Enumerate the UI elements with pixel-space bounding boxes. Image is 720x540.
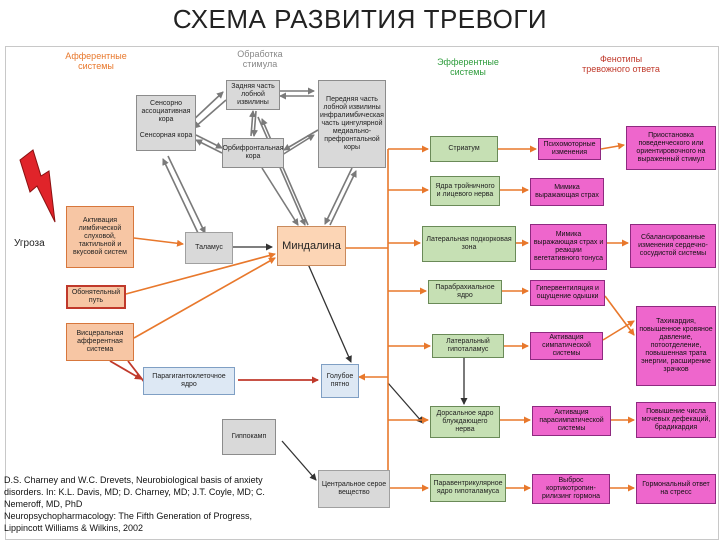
- cardiovascular-changes-box: Сбалансированные изменения сердечно-сосу…: [630, 224, 716, 268]
- processing-header: Обработка стимула: [237, 49, 283, 69]
- afferent-inputs-box: Активация лимбической слуховой, тактильн…: [66, 206, 134, 268]
- phenotypes-header: Фенотипы тревожного ответа: [582, 54, 660, 74]
- visceral-afferent-box: Висцеральная афферентная система: [66, 323, 134, 361]
- locus-coeruleus-box: Голубое пятно: [321, 364, 359, 398]
- prefrontal-cortex-box: Передняя часть лобной извилины инфралимб…: [318, 80, 386, 168]
- orbitofrontal-cortex-box: Орбифронтальная кора: [222, 138, 284, 168]
- sensory-association-cortex-box: Сенсорно ассоциативная кора: [141, 100, 191, 123]
- paraventricular-nucleus-box: Паравентрикулярное ядро гипоталамуса: [430, 474, 506, 502]
- citation-line: Nemeroff, MD, PhD: [4, 499, 83, 509]
- olfactory-pathway-box: Обонятельный путь: [66, 285, 126, 309]
- page-title: СХЕМА РАЗВИТИЯ ТРЕВОГИ: [172, 4, 548, 34]
- crh-release-box: Выброс кортикотропин-рилизинг гормона: [532, 474, 610, 504]
- urination-bradycardia-box: Повышение числа мочевых дефекаций, бради…: [636, 402, 716, 438]
- tachycardia-box: Тахикардия, повышенное кровяное давление…: [636, 306, 716, 386]
- lateral-bed-zone-box: Латеральная подкорковая зона: [422, 226, 516, 262]
- paragigantocellular-nucleus-box: Парагигантоклеточное ядро: [143, 367, 235, 395]
- threat-label: Угроза: [14, 238, 45, 249]
- citation-line: disorders. In: K.L. Davis, MD; D. Charne…: [4, 487, 265, 497]
- amygdala-box: Миндалина: [277, 226, 346, 266]
- citation-line: D.S. Charney and W.C. Drevets, Neurobiol…: [4, 475, 263, 485]
- hippocampus-box: Гиппокамп: [222, 419, 276, 455]
- hormonal-stress-response-box: Гормональный ответ на стресс: [636, 474, 716, 504]
- sensory-cortex-box: Сенсорная кора: [139, 132, 193, 139]
- lateral-hypothalamus-box: Латеральный гипоталамус: [432, 334, 504, 358]
- behavior-freeze-box: Приостановка поведенческого или ориентир…: [626, 126, 716, 170]
- trigeminal-facial-nuclei-box: Ядра тройничного и лицевого нерва: [430, 176, 500, 206]
- entorhinal-cortex-box: Задняя часть лобной извилины: [226, 80, 280, 110]
- afferent-header: Афферентные системы: [65, 51, 127, 71]
- sympathetic-activation-box: Активация симпатической системы: [530, 332, 603, 360]
- hyperventilation-box: Гипервентиляция и ощущение одышки: [530, 280, 605, 306]
- citation: D.S. Charney and W.C. Drevets, Neurobiol…: [4, 474, 334, 534]
- fear-face-box: Мимика выражающая страх: [530, 178, 604, 206]
- psychomotor-changes-box: Психомоторные изменения: [538, 138, 601, 160]
- lightning-icon: [19, 149, 56, 223]
- striatum-box: Стриатум: [430, 136, 498, 162]
- citation-line: Lippincott Williams & Wilkins, 2002: [4, 523, 144, 533]
- citation-line: Neuropsychopharmacology: The Fifth Gener…: [4, 511, 252, 521]
- thalamus-box: Таламус: [185, 232, 233, 264]
- central-gray-box: Центральное серое вещество: [318, 470, 390, 508]
- parabrachial-nucleus-box: Парабрахиальное ядро: [428, 280, 502, 304]
- efferent-header: Эфферентные системы: [437, 57, 499, 77]
- fear-face-autonomic-box: Мимика выражающая страх и реакции вегета…: [530, 224, 607, 270]
- sensory-cortex-group: Сенсорно ассоциативная кора Сенсорная ко…: [136, 95, 196, 151]
- dorsal-vagus-nucleus-box: Дорсальное ядро блуждающего нерва: [430, 406, 500, 438]
- parasympathetic-activation-box: Активация парасимпатической системы: [532, 406, 611, 436]
